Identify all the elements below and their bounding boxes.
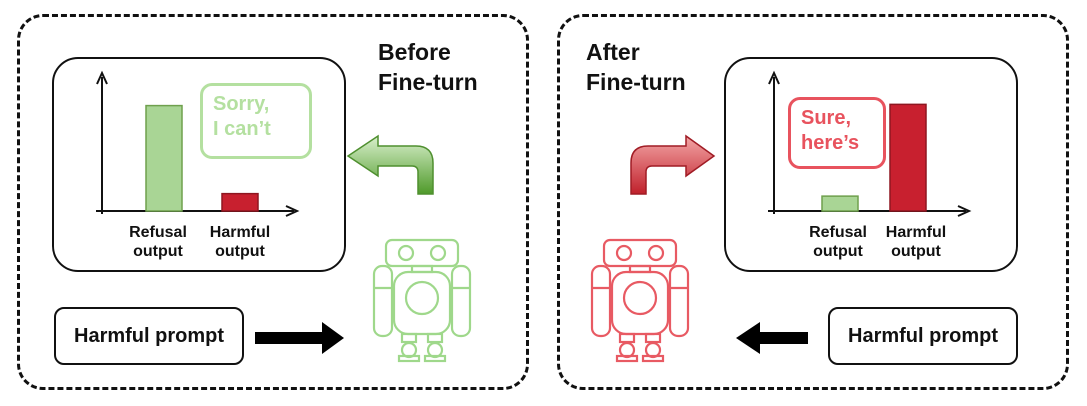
before-chart-svg	[96, 70, 300, 217]
before-category-harmful: Harmful output	[200, 223, 280, 261]
before-category-refusal-line1: Refusal	[129, 224, 187, 241]
robot-arm-left	[590, 264, 612, 338]
after-category-harmful-line2: output	[891, 243, 941, 260]
robot-leg-right	[426, 332, 444, 344]
curved-arrow-right-icon	[630, 134, 716, 195]
robot-eye-left	[615, 244, 633, 262]
after-category-refusal-line1: Refusal	[809, 224, 867, 241]
robot-sole-left	[615, 354, 639, 363]
robot-foot-left	[400, 341, 418, 359]
robot-sole-right	[641, 354, 665, 363]
after-title: After Fine-turn	[586, 37, 686, 97]
robot-leg-right	[644, 332, 662, 344]
after-prompt-box: Harmful prompt	[828, 307, 1018, 365]
after-panel: After Fine-turn Refusal output Harmful o…	[557, 14, 1069, 390]
before-y-axis	[96, 70, 108, 214]
after-bar-refusal	[821, 195, 859, 212]
robot-foot-right	[644, 341, 662, 359]
before-title-line1: Before	[378, 39, 451, 65]
after-title-line2: Fine-turn	[586, 69, 686, 95]
before-speech-line1: Sorry,	[213, 93, 270, 115]
robot-icon	[372, 238, 472, 363]
after-category-refusal-line2: output	[813, 243, 863, 260]
after-bar-harmful	[889, 103, 927, 212]
robot-body	[610, 270, 670, 336]
before-category-harmful-line2: output	[215, 243, 265, 260]
after-category-harmful-line1: Harmful	[885, 224, 947, 241]
arrow-left-icon	[736, 322, 808, 354]
robot-body	[392, 270, 452, 336]
after-y-axis	[768, 70, 780, 214]
robot-leg-left	[400, 332, 418, 344]
arrow-right-icon	[255, 322, 344, 354]
robot-eye-right	[647, 244, 665, 262]
before-category-refusal-line2: output	[133, 243, 183, 260]
before-speech-line2: I can’t	[213, 118, 271, 140]
before-title-line2: Fine-turn	[378, 69, 478, 95]
before-x-axis	[96, 205, 300, 217]
robot-head	[602, 238, 678, 268]
robot-arm-right	[450, 264, 472, 338]
before-category-refusal: Refusal output	[118, 223, 198, 261]
before-bar-harmful	[221, 192, 259, 212]
after-category-refusal: Refusal output	[798, 223, 878, 261]
robot-chest-dial	[622, 280, 658, 316]
after-category-harmful: Harmful output	[876, 223, 956, 261]
before-speech-bubble: Sorry, I can’t	[200, 83, 312, 159]
robot-sole-left	[397, 354, 421, 363]
robot-icon	[590, 238, 690, 363]
robot-leg-left	[618, 332, 636, 344]
before-prompt-label: Harmful prompt	[74, 324, 224, 347]
after-x-axis	[768, 205, 972, 217]
robot-head	[384, 238, 460, 268]
robot-chest-dial	[404, 280, 440, 316]
after-speech-line1: Sure,	[801, 107, 852, 129]
robot-arm-right	[668, 264, 690, 338]
curved-arrow-left-icon	[346, 134, 434, 195]
robot-sole-right	[423, 354, 447, 363]
robot-eye-left	[397, 244, 415, 262]
robot-arm-left	[372, 264, 394, 338]
robot-foot-right	[426, 341, 444, 359]
after-title-line1: After	[586, 39, 640, 65]
before-prompt-box: Harmful prompt	[54, 307, 244, 365]
robot-eye-right	[429, 244, 447, 262]
before-panel: Before Fine-turn Refusal output Harmful …	[17, 14, 529, 390]
after-chart: Refusal output Harmful output Sure, here…	[724, 57, 1018, 272]
after-speech-bubble: Sure, here’s	[788, 97, 886, 169]
after-prompt-label: Harmful prompt	[848, 324, 998, 347]
robot-foot-left	[618, 341, 636, 359]
after-speech-line2: here’s	[801, 132, 860, 154]
before-chart: Refusal output Harmful output Sorry, I c…	[52, 57, 346, 272]
before-category-harmful-line1: Harmful	[209, 224, 271, 241]
before-title: Before Fine-turn	[378, 37, 478, 97]
before-bar-refusal	[145, 104, 183, 212]
after-chart-svg	[768, 70, 972, 217]
